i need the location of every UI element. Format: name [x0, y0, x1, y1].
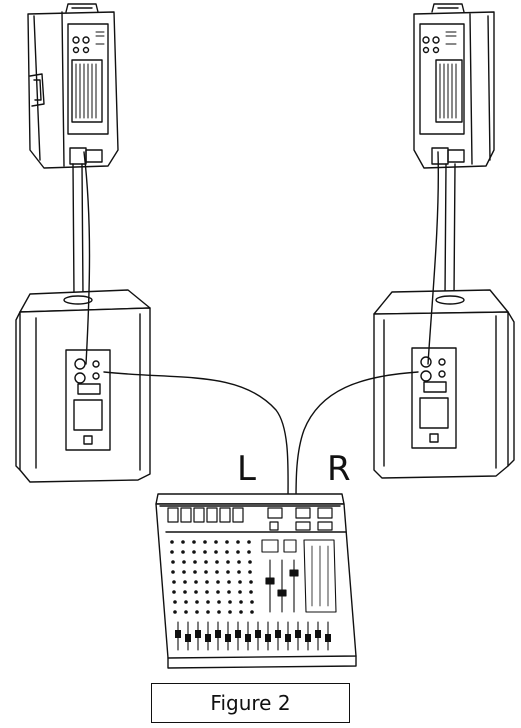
cable-right-to-mixer	[296, 372, 418, 500]
cable-top-right	[428, 152, 438, 364]
top-speaker-right-icon	[414, 4, 494, 168]
channel-label-right: R	[327, 449, 351, 489]
figure-caption-box: Figure 2	[151, 683, 350, 723]
channel-label-left: L	[237, 449, 256, 489]
pole-left	[73, 164, 83, 296]
figure-caption: Figure 2	[210, 691, 291, 715]
subwoofer-right-icon	[374, 290, 514, 478]
top-speaker-left-icon	[28, 4, 118, 168]
cable-top-left	[84, 152, 90, 364]
mixer-console-icon	[156, 494, 356, 668]
cable-left-to-mixer	[104, 372, 288, 500]
subwoofer-left-icon	[16, 290, 150, 482]
pole-right	[445, 164, 455, 296]
